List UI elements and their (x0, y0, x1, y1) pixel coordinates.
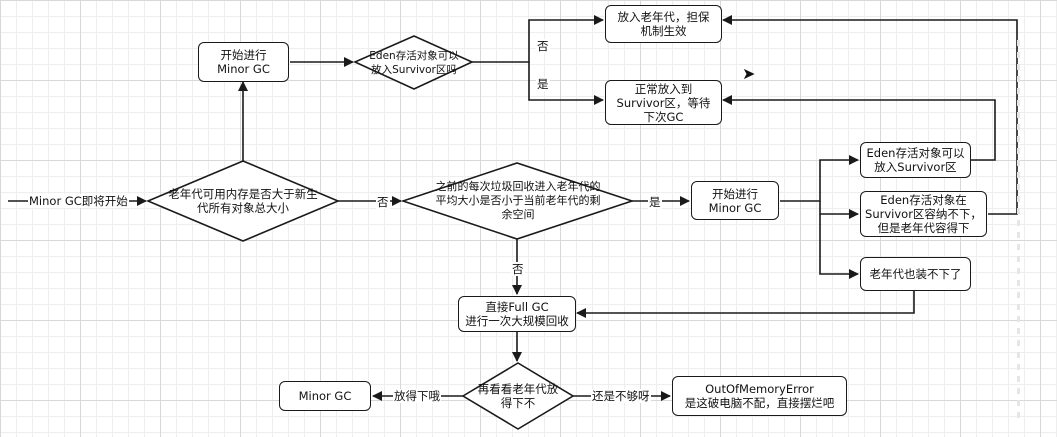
mouse-cursor-icon: ➤ (742, 64, 756, 83)
old-guarantee-box: 放入老年代，担保 机制生效 (605, 5, 722, 43)
edge-mid-gc-branch-1 (780, 155, 859, 202)
to-survivor-box: 正常放入到 Survivor区，等待 下次GC (605, 80, 722, 125)
start-minor-gc-top: 开始进行 Minor GC (198, 42, 289, 82)
decision-avg-promote-text: 之前的每次垃圾回收进入老年代的 平均大小是否小于当前老年代的剩 余空间 (435, 180, 601, 221)
oom-box: OutOfMemoryError 是这破电脑不配，直接摆烂吧 (672, 376, 847, 416)
edge-mid-gc-branch-3 (819, 214, 859, 279)
label-eden-fit-yes: 是 (536, 77, 550, 91)
fit-old-box: Eden存活对象在 Survivor区容纳不下， 但是老年代容得下 (860, 191, 987, 237)
start-label: Minor GC即将开始 (28, 194, 129, 208)
label-old-mem-no: 否 (376, 195, 390, 209)
decision-old-mem-text: 老年代可用内存是否大于新生 代所有对象总大小 (168, 187, 318, 215)
label-eden-fit-no: 否 (536, 39, 550, 53)
decision-eden-fit-text: Eden存活对象可以 放入Survivor区吗 (369, 50, 459, 76)
edge-mid-gc-branch-2 (819, 201, 859, 219)
old-full-box: 老年代也装不下了 (860, 257, 971, 291)
decision-check-again-text: 再看看老年代放 得下不 (477, 382, 559, 410)
start-minor-gc-mid: 开始进行 Minor GC (691, 181, 779, 220)
edge-fit-survivor-loop (722, 95, 996, 161)
edge-old-full-to-fullgc (576, 291, 915, 318)
label-check-fits: 放得下哦 (393, 389, 441, 403)
dashed-scroll-indicator (1017, 40, 1020, 420)
edge-eden-fit-no (472, 15, 604, 63)
label-avg-no: 否 (511, 262, 525, 276)
full-gc-box: 直接Full GC 进行一次大规模回收 (458, 296, 576, 332)
label-avg-yes: 是 (648, 195, 662, 209)
edge-eden-fit-yes (528, 62, 604, 105)
label-check-not-enough: 还是不够呀 (591, 389, 651, 403)
minor-gc-end-box: Minor GC (279, 381, 371, 411)
fit-survivor-box: Eden存活对象可以 放入Survivor区 (860, 142, 971, 178)
